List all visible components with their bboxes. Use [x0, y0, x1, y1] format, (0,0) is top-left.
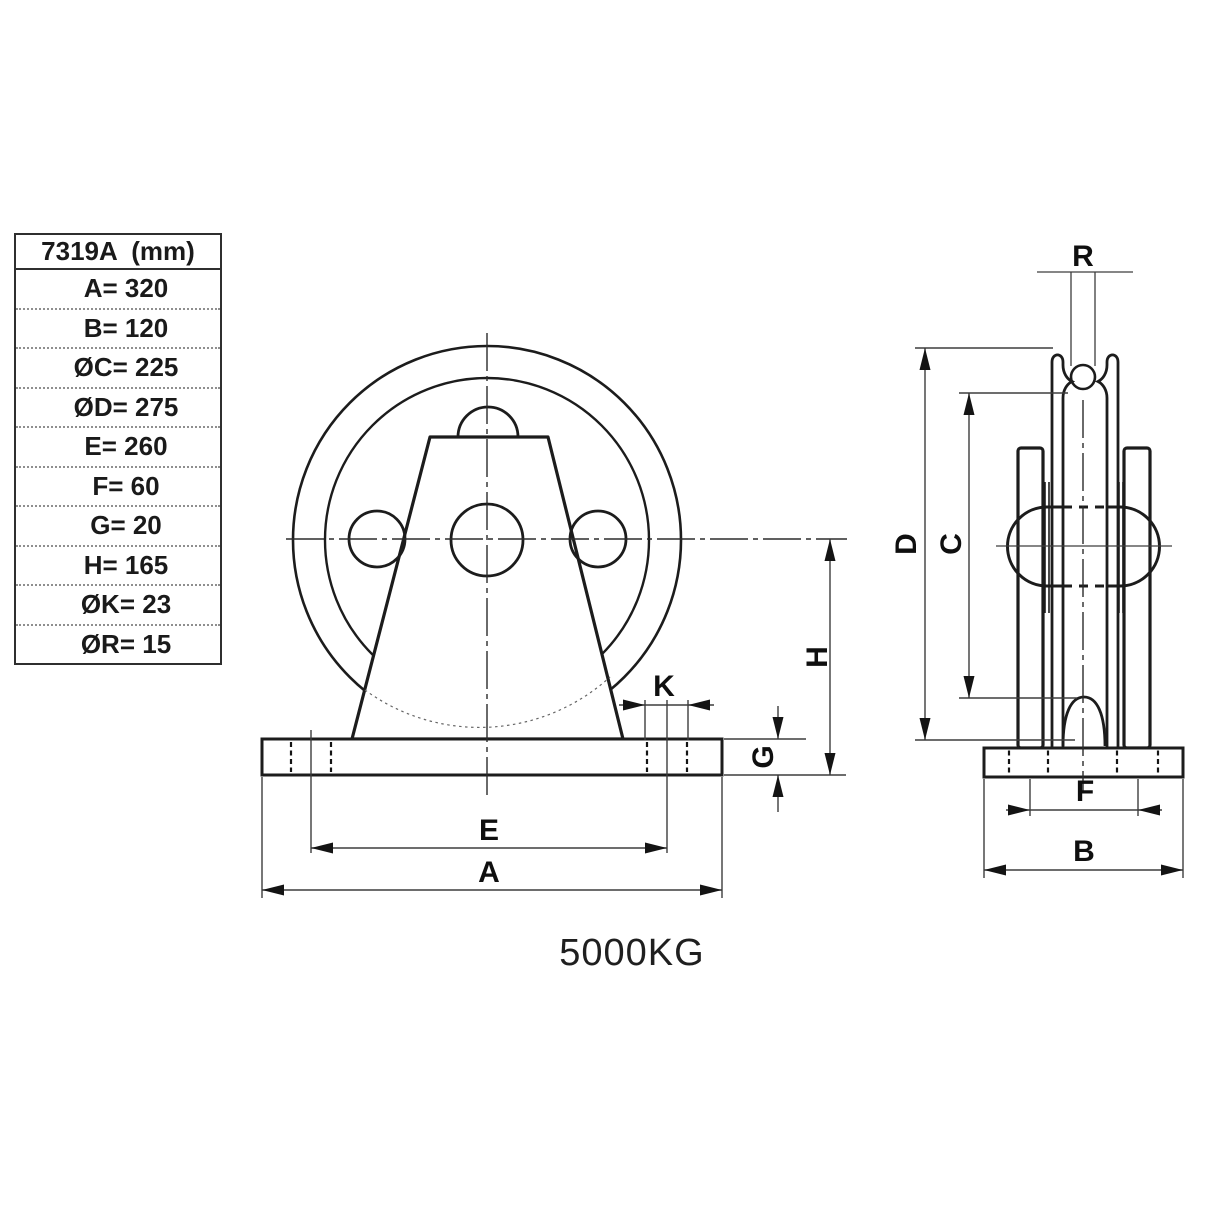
dim-label-d: D — [890, 533, 923, 555]
arrowhead — [688, 699, 710, 711]
side-view-dimensions: R D C F — [890, 240, 1184, 878]
table-row: ØC= 225 — [16, 349, 220, 389]
dim-label-f: F — [1076, 775, 1094, 808]
dim-label-c: C — [935, 533, 968, 555]
arrowhead — [1138, 804, 1160, 816]
wheel-groove-bottom — [1061, 695, 1107, 747]
arrowhead — [919, 718, 931, 740]
arrowhead — [824, 753, 836, 775]
table-row: F= 60 — [16, 468, 220, 507]
arrowhead — [824, 539, 836, 561]
arrowhead — [963, 393, 975, 415]
right-cheek-plate — [1122, 446, 1152, 750]
arrowhead — [772, 717, 784, 739]
side-view — [982, 353, 1185, 793]
left-cheek-plate — [1016, 446, 1045, 750]
front-view — [260, 333, 847, 795]
wheel-rim-right — [1094, 353, 1120, 748]
hidden-wheel-arc — [364, 676, 611, 728]
arrowhead — [984, 864, 1006, 876]
dim-label-b: B — [1073, 835, 1095, 868]
arrowhead — [1161, 864, 1183, 876]
table-row: A= 320 — [16, 270, 220, 310]
dim-label-r: R — [1072, 240, 1094, 273]
table-row: ØR= 15 — [80, 628, 172, 659]
arrowhead — [919, 348, 931, 370]
dim-label-k: K — [653, 670, 675, 703]
arrowhead — [311, 842, 333, 854]
table-header: 7319A (mm) — [16, 235, 220, 270]
dim-label-g: G — [747, 745, 780, 768]
table-row: E= 260 — [16, 428, 220, 468]
capacity-label: 5000KG — [559, 932, 704, 974]
dim-label-h: H — [801, 646, 834, 668]
arrowhead — [645, 842, 667, 854]
dimension-table: 7319A (mm) A= 320 B= 120 ØC= 225 ØD= 275… — [14, 233, 222, 665]
arrowhead — [963, 676, 975, 698]
arrowhead — [700, 884, 722, 896]
table-row: ØD= 275 — [16, 389, 220, 428]
base-plate-front — [260, 737, 724, 777]
dim-label-e: E — [479, 814, 499, 847]
dim-label-a: A — [478, 856, 500, 889]
table-row: B= 120 — [16, 310, 220, 349]
wheel-rim-left — [1050, 353, 1076, 748]
front-view-dimensions: E A K G H — [261, 539, 846, 898]
table-row: ØK= 23 — [16, 586, 220, 626]
table-row: H= 165 — [16, 547, 220, 586]
top-lug-arc — [456, 405, 520, 438]
groove-radius-circle — [1069, 363, 1097, 391]
arrowhead — [772, 775, 784, 797]
arrowhead — [623, 699, 645, 711]
table-row: G= 20 — [16, 507, 220, 547]
arrowhead — [262, 884, 284, 896]
arrowhead — [1008, 804, 1030, 816]
